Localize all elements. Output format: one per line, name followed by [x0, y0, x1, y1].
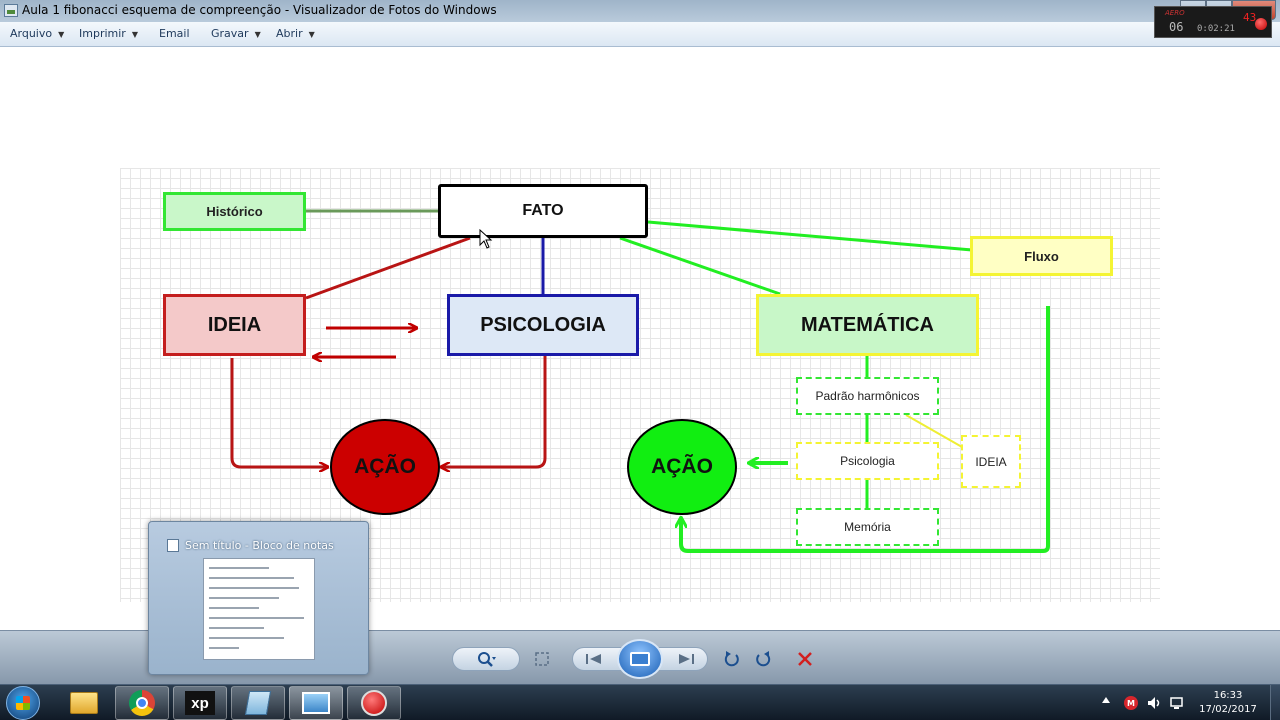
menu-arquivo[interactable]: Arquivo▼ — [10, 27, 65, 40]
recorder-icon — [361, 690, 387, 716]
chrome-icon — [129, 690, 155, 716]
node-padrao-harmonicos: Padrão harmônicos — [796, 377, 939, 415]
start-button[interactable] — [6, 686, 40, 720]
record-icon[interactable] — [1255, 18, 1267, 30]
arrow-psicologia-to-acao — [442, 356, 547, 467]
link-fato-fluxo — [647, 220, 973, 252]
antivirus-tray-icon[interactable]: M — [1124, 696, 1138, 710]
photo-viewer-icon — [4, 4, 18, 17]
taskbar-xp[interactable]: xp — [173, 686, 227, 720]
taskbar-chrome[interactable] — [115, 686, 169, 720]
rotate-left-icon[interactable] — [723, 650, 741, 668]
arrow-ideia-to-acao — [230, 358, 327, 467]
node-fluxo: Fluxo — [970, 236, 1113, 276]
explorer-icon — [70, 692, 98, 714]
taskbar-explorer[interactable] — [57, 686, 111, 720]
show-hidden-icons-icon[interactable] — [1102, 697, 1110, 703]
network-icon[interactable] — [1169, 695, 1185, 711]
link-fato-matematica — [619, 236, 781, 296]
menu-email[interactable]: Email — [159, 27, 190, 40]
taskbar-photo-viewer[interactable] — [289, 686, 343, 720]
show-desktop-button[interactable] — [1270, 685, 1280, 720]
xp-icon: xp — [185, 691, 215, 715]
node-ideia-small: IDEIA — [961, 435, 1021, 488]
zoom-icon — [478, 652, 496, 667]
window-title: Aula 1 fibonacci esquema de compreenção … — [22, 3, 497, 17]
volume-icon[interactable] — [1146, 695, 1162, 711]
screen-recorder-widget: AERO 06 43 0:02:21 — [1154, 6, 1272, 38]
delete-icon[interactable] — [797, 651, 813, 667]
clock-time: 16:33 — [1213, 690, 1243, 701]
node-psicologia: PSICOLOGIA — [447, 294, 639, 356]
notepad-preview — [203, 558, 315, 660]
windows-taskbar: xp M 16:33 17/02/2017 — [0, 684, 1280, 720]
notepad-preview-thumbnail[interactable]: Sem título - Bloco de notas — [148, 521, 369, 675]
fit-icon[interactable] — [534, 651, 550, 667]
recorder-frames: 43 — [1243, 11, 1257, 24]
node-fato: FATO — [438, 184, 648, 238]
node-historico: Histórico — [163, 192, 306, 231]
photo-viewer-icon — [302, 692, 330, 714]
recorder-brand: AERO — [1165, 9, 1185, 17]
node-ideia: IDEIA — [163, 294, 306, 356]
taskbar-clock[interactable]: 16:33 17/02/2017 — [1196, 689, 1260, 717]
previous-icon[interactable] — [585, 652, 603, 666]
rotate-right-icon[interactable] — [754, 650, 772, 668]
recorder-count: 06 — [1169, 20, 1184, 34]
diagram-connectors — [230, 209, 1050, 553]
chevron-down-icon: ▼ — [58, 30, 65, 39]
menu-abrir[interactable]: Abrir▼ — [276, 27, 315, 40]
arrow-fluxo-to-acao — [681, 306, 1050, 553]
recorder-elapsed: 0:02:21 — [1197, 24, 1235, 34]
taskbar-notepad[interactable] — [231, 686, 285, 720]
link-fato-ideia — [305, 236, 471, 300]
notepad-icon — [244, 691, 272, 715]
chevron-down-icon: ▼ — [308, 30, 315, 39]
node-matematica: MATEMÁTICA — [756, 294, 979, 356]
next-icon[interactable] — [677, 652, 695, 666]
chevron-down-icon: ▼ — [131, 30, 138, 39]
taskbar-recorder[interactable] — [347, 686, 401, 720]
node-psicologia-small: Psicologia — [796, 442, 939, 480]
zoom-button[interactable] — [452, 647, 520, 671]
thumbnail-title: Sem título - Bloco de notas — [185, 539, 334, 552]
slideshow-icon — [630, 652, 650, 666]
node-acao-red: AÇÃO — [330, 419, 440, 515]
menu-bar: Arquivo▼ Imprimir▼ Email Gravar▼ Abrir▼ — [0, 22, 1280, 47]
mouse-pointer-icon — [479, 229, 493, 249]
title-bar: Aula 1 fibonacci esquema de compreenção … — [0, 0, 1280, 22]
node-acao-green: AÇÃO — [627, 419, 737, 515]
slideshow-button[interactable] — [617, 639, 663, 679]
clock-date: 17/02/2017 — [1199, 704, 1257, 715]
notepad-icon — [167, 539, 179, 552]
chevron-down-icon: ▼ — [254, 30, 261, 39]
menu-gravar[interactable]: Gravar▼ — [211, 27, 261, 40]
node-memoria: Memória — [796, 508, 939, 546]
menu-imprimir[interactable]: Imprimir▼ — [79, 27, 138, 40]
